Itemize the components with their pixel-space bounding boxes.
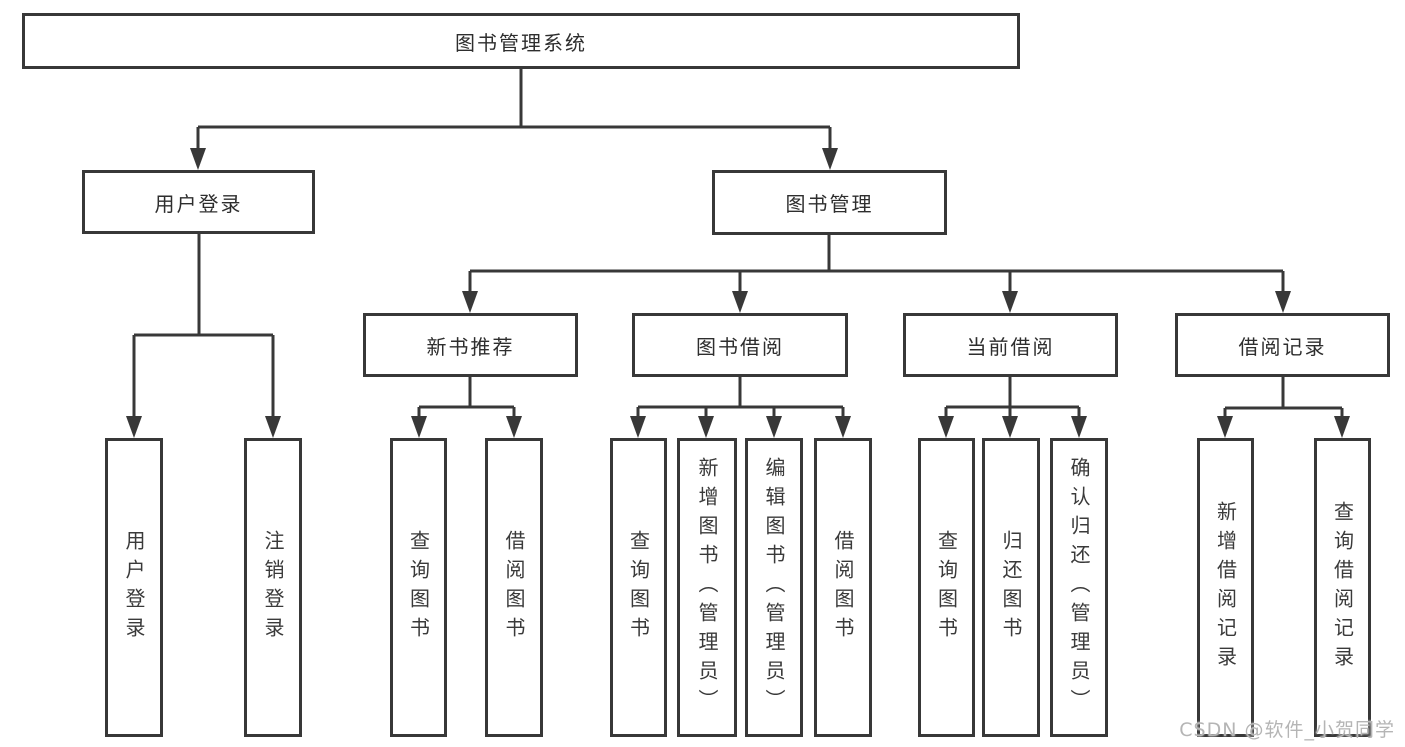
node-add-books-admin: 新增图书（管理员） xyxy=(677,438,737,737)
node-borrow-books-recommend: 借阅图书 xyxy=(485,438,543,737)
node-borrowing-records: 借阅记录 xyxy=(1175,313,1390,377)
node-edit-books-admin: 编辑图书（管理员） xyxy=(745,438,803,737)
node-query-borrow-record: 查询借阅记录 xyxy=(1314,438,1371,737)
node-query-books-recommend: 查询图书 xyxy=(390,438,447,737)
watermark: CSDN @软件_小贺同学 xyxy=(1179,719,1395,741)
node-query-books-borrow: 查询图书 xyxy=(610,438,667,737)
node-user-login: 用户登录 xyxy=(82,170,315,234)
node-new-book-recommend: 新书推荐 xyxy=(363,313,578,377)
node-return-books: 归还图书 xyxy=(982,438,1040,737)
node-borrow-books: 借阅图书 xyxy=(814,438,872,737)
node-query-books-current: 查询图书 xyxy=(918,438,975,737)
node-logout-action: 注销登录 xyxy=(244,438,302,737)
node-current-borrowing: 当前借阅 xyxy=(903,313,1118,377)
node-library-management-system: 图书管理系统 xyxy=(22,13,1020,69)
node-book-borrowing: 图书借阅 xyxy=(632,313,848,377)
arrowhead-icons xyxy=(126,148,1350,438)
node-add-borrow-record: 新增借阅记录 xyxy=(1197,438,1254,737)
node-confirm-return-admin: 确认归还（管理员） xyxy=(1050,438,1108,737)
node-book-management: 图书管理 xyxy=(712,170,947,235)
node-user-login-action: 用户登录 xyxy=(105,438,163,737)
